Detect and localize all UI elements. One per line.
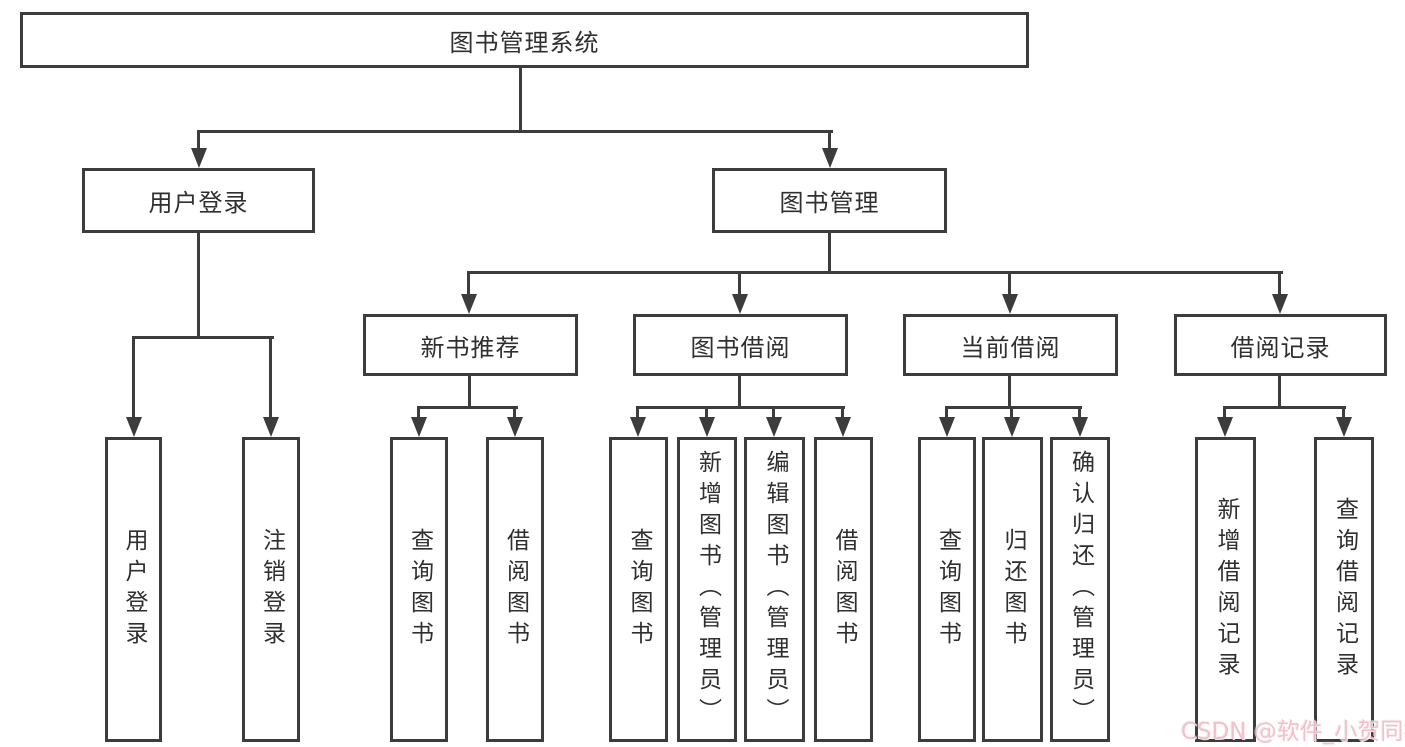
leaf-user-login-label: 用户登录 — [121, 527, 147, 652]
connector-stub-bb-query — [636, 409, 639, 417]
leaf-cb-confirm-return-admin-label: 确认归还（管理员） — [1067, 450, 1094, 729]
connector-stub-book-management — [828, 133, 831, 148]
connector-stub-nb-borrow — [513, 409, 516, 417]
arrowhead-cb-return — [1004, 417, 1020, 437]
arrowhead-br-add — [1217, 417, 1233, 437]
leaf-br-add-record-label: 新增借阅记录 — [1213, 496, 1239, 683]
node-book-borrow: 图书借阅 — [633, 314, 848, 376]
connector-user-login-rail — [132, 336, 274, 339]
node-book-borrow-label: 图书借阅 — [690, 333, 791, 362]
leaf-logout-login: 注销登录 — [242, 437, 300, 742]
connector-book-borrow-rail — [636, 406, 845, 409]
arrowhead-leaf-user-login — [126, 417, 142, 437]
node-borrow-records: 借阅记录 — [1174, 314, 1387, 376]
connector-borrow-records-rail — [1223, 406, 1346, 409]
node-user-login-label: 用户登录 — [148, 189, 249, 217]
connector-current-borrow-rail — [945, 406, 1082, 409]
connector-stub-leaf-logout — [269, 339, 272, 417]
connector-stub-bb-edit — [772, 409, 775, 417]
leaf-nb-borrow-books-label: 借阅图书 — [502, 527, 529, 652]
leaf-br-add-record: 新增借阅记录 — [1195, 437, 1256, 742]
connector-level1-rail — [197, 130, 833, 133]
connector-book-borrow-trunk — [738, 376, 741, 409]
connector-stub-cb-return — [1010, 409, 1013, 417]
arrowhead-nb-query — [411, 417, 427, 437]
leaf-bb-query-books-label: 查询图书 — [626, 527, 652, 652]
leaf-bb-edit-books-admin: 编辑图书（管理员） — [744, 437, 805, 742]
node-book-management-label: 图书管理 — [779, 189, 880, 217]
connector-root-trunk — [519, 68, 522, 133]
node-current-borrow: 当前借阅 — [903, 314, 1118, 376]
leaf-cb-confirm-return-admin: 确认归还（管理员） — [1050, 437, 1110, 742]
arrowhead-book-borrow — [732, 294, 748, 314]
leaf-nb-query-books-label: 查询图书 — [406, 527, 433, 652]
node-borrow-records-label: 借阅记录 — [1230, 333, 1331, 362]
arrowhead-bb-add — [699, 417, 715, 437]
connector-stub-nb-query — [417, 409, 420, 417]
connector-stub-current-borrow — [1008, 274, 1011, 294]
arrowhead-leaf-logout — [263, 417, 279, 437]
arrowhead-nb-borrow — [507, 417, 523, 437]
arrowhead-bb-edit — [766, 417, 782, 437]
node-new-book-recommend-label: 新书推荐 — [420, 333, 521, 362]
leaf-nb-query-books: 查询图书 — [390, 437, 448, 742]
arrowhead-bb-borrow — [835, 417, 851, 437]
leaf-cb-query-books: 查询图书 — [918, 437, 976, 742]
connector-stub-borrow-records — [1278, 274, 1281, 294]
leaf-br-query-record: 查询借阅记录 — [1314, 437, 1374, 742]
arrowhead-bb-query — [630, 417, 646, 437]
connector-stub-br-query — [1342, 409, 1345, 417]
arrowhead-current-borrow — [1002, 294, 1018, 314]
connector-stub-br-add — [1223, 409, 1226, 417]
leaf-bb-edit-books-admin-label: 编辑图书（管理员） — [762, 450, 788, 729]
arrowhead-br-query — [1336, 417, 1352, 437]
connector-book-management-trunk — [828, 233, 831, 274]
connector-borrow-records-trunk — [1278, 376, 1281, 409]
connector-current-borrow-trunk — [1008, 376, 1011, 409]
connector-stub-bb-add — [705, 409, 708, 417]
leaf-br-query-record-label: 查询借阅记录 — [1331, 496, 1358, 683]
node-book-management: 图书管理 — [712, 168, 947, 233]
node-user-login: 用户登录 — [82, 168, 315, 233]
connector-level3-rail — [467, 271, 1283, 274]
arrowhead-book-management — [822, 148, 838, 168]
arrowhead-user-login — [191, 148, 207, 168]
connector-user-login-trunk — [197, 233, 200, 339]
connector-stub-new-book — [467, 274, 470, 294]
node-root: 图书管理系统 — [20, 12, 1029, 68]
node-current-borrow-label: 当前借阅 — [960, 333, 1061, 362]
csdn-watermark: CSDN @软件_小贺同学 — [1181, 719, 1405, 745]
connector-stub-leaf-user-login — [132, 339, 135, 417]
connector-stub-cb-confirm — [1078, 409, 1081, 417]
connector-stub-user-login — [197, 133, 200, 148]
leaf-logout-login-label: 注销登录 — [258, 527, 285, 652]
arrowhead-borrow-records — [1272, 294, 1288, 314]
leaf-cb-query-books-label: 查询图书 — [934, 527, 961, 652]
connector-stub-cb-query — [945, 409, 948, 417]
leaf-cb-return-books-label: 归还图书 — [1000, 527, 1026, 652]
leaf-bb-query-books: 查询图书 — [609, 437, 668, 742]
leaf-bb-borrow-books: 借阅图书 — [814, 437, 873, 742]
node-new-book-recommend: 新书推荐 — [363, 314, 578, 376]
leaf-bb-add-books-admin-label: 新增图书（管理员） — [694, 450, 721, 729]
arrowhead-new-book — [461, 294, 477, 314]
leaf-user-login: 用户登录 — [105, 437, 162, 742]
leaf-bb-borrow-books-label: 借阅图书 — [831, 527, 857, 652]
leaf-cb-return-books: 归还图书 — [982, 437, 1043, 742]
connector-stub-bb-borrow — [841, 409, 844, 417]
leaf-nb-borrow-books: 借阅图书 — [486, 437, 544, 742]
connector-stub-book-borrow — [738, 274, 741, 294]
connector-new-book-trunk — [468, 376, 471, 409]
connector-new-book-rail — [417, 406, 518, 409]
node-root-label: 图书管理系统 — [449, 28, 600, 57]
arrowhead-cb-confirm — [1072, 417, 1088, 437]
arrowhead-cb-query — [939, 417, 955, 437]
leaf-bb-add-books-admin: 新增图书（管理员） — [677, 437, 737, 742]
